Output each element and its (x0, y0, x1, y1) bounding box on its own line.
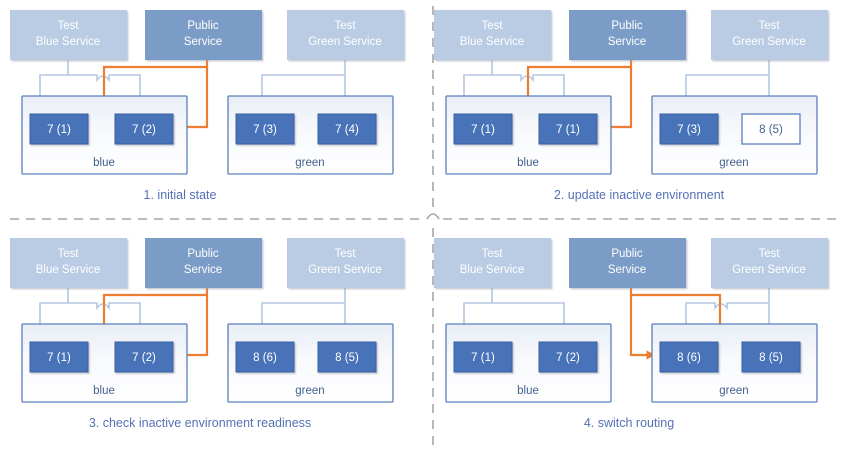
panel-3-service-public-line2: Service (184, 264, 222, 276)
panel-1-blue-node-0[interactable]: 7 (1) (29, 113, 89, 145)
panel-4-service-test-blue-line1: Test (481, 248, 503, 260)
panel-3-service-public[interactable]: Public Service (145, 238, 262, 288)
panel-1-service-public-line1: Public (187, 20, 219, 32)
panel-4-env-green-label: green (719, 385, 748, 397)
panel-3-service-test-blue[interactable]: Test Blue Service (10, 238, 127, 288)
panel-2-green-node-1-label: 8 (5) (759, 124, 783, 136)
panel-1-service-public-line2: Service (184, 36, 222, 48)
panel-4-blue-node-1[interactable]: 7 (2) (538, 341, 598, 373)
panel-3-service-test-green-line2: Green Service (308, 264, 382, 276)
panel-3-caption: 3. check inactive environment readiness (89, 416, 311, 430)
panel-4-blue-node-0[interactable]: 7 (1) (453, 341, 513, 373)
panel-3-service-test-green[interactable]: Test Green Service (287, 238, 404, 288)
panel-4-service-test-green-line1: Test (758, 248, 780, 260)
panel-2-service-public-line1: Public (611, 20, 643, 32)
panel-2-service-test-green-line1: Test (758, 20, 780, 32)
panel-2: 7 (1) 7 (1) 7 (3) 8 (5) blue green Test … (434, 10, 828, 202)
panel-4-service-test-green-line2: Green Service (732, 264, 806, 276)
panel-3-service-test-green-line1: Test (334, 248, 356, 260)
panel-1-service-test-green-line1: Test (334, 20, 356, 32)
panel-1-service-test-green[interactable]: Test Green Service (287, 10, 404, 60)
panel-2-green-node-0-label: 7 (3) (677, 124, 701, 136)
panel-1-env-blue-label: blue (93, 157, 115, 169)
panel-3-blue-node-1[interactable]: 7 (2) (114, 341, 174, 373)
panel-3-blue-node-0-label: 7 (1) (47, 352, 71, 364)
panel-2-service-test-green[interactable]: Test Green Service (711, 10, 828, 60)
panel-2-caption: 2. update inactive environment (554, 188, 725, 202)
panel-1-service-public[interactable]: Public Service (145, 10, 262, 60)
panel-1-green-node-1-label: 7 (4) (335, 124, 359, 136)
panel-4-service-test-blue-line2: Blue Service (460, 264, 525, 276)
panel-2-service-test-blue-line2: Blue Service (460, 36, 525, 48)
panel-3-green-node-0[interactable]: 8 (6) (235, 341, 295, 373)
panel-4-service-public-line1: Public (611, 248, 643, 260)
panel-1-green-node-1[interactable]: 7 (4) (317, 113, 377, 145)
panel-3-green-node-1[interactable]: 8 (5) (317, 341, 377, 373)
panel-3: 7 (1) 7 (2) 8 (6) 8 (5) blue green Test … (10, 238, 404, 430)
panel-4-env-blue-label: blue (517, 385, 539, 397)
panel-3-blue-node-0[interactable]: 7 (1) (29, 341, 89, 373)
panel-3-service-test-blue-line1: Test (57, 248, 79, 260)
panel-2-service-public-line2: Service (608, 36, 646, 48)
panel-4-caption: 4. switch routing (584, 416, 674, 430)
panel-2-service-public[interactable]: Public Service (569, 10, 686, 60)
panel-4-green-node-1-label: 8 (5) (759, 352, 783, 364)
panel-3-env-blue-label: blue (93, 385, 115, 397)
panel-1-green-node-0-label: 7 (3) (253, 124, 277, 136)
panel-3-blue-node-1-label: 7 (2) (132, 352, 156, 364)
panel-3-green-node-1-label: 8 (5) (335, 352, 359, 364)
panel-2-blue-node-1[interactable]: 7 (1) (538, 113, 598, 145)
panel-3-env-green-label: green (295, 385, 324, 397)
panel-4-service-public[interactable]: Public Service (569, 238, 686, 288)
panel-1-blue-node-0-label: 7 (1) (47, 124, 71, 136)
divider-crossing-jump (426, 213, 440, 220)
panel-1-service-test-blue-line1: Test (57, 20, 79, 32)
panel-2-green-node-1[interactable]: 8 (5) (741, 113, 801, 145)
panel-1: 7 (1) 7 (2) 7 (3) 7 (4) blue green Test (10, 10, 404, 202)
panel-1-blue-node-1[interactable]: 7 (2) (114, 113, 174, 145)
panel-2-env-blue-label: blue (517, 157, 539, 169)
panel-4-green-node-1[interactable]: 8 (5) (741, 341, 801, 373)
panel-2-blue-node-1-label: 7 (1) (556, 124, 580, 136)
panel-3-service-test-blue-line2: Blue Service (36, 264, 101, 276)
panel-4-service-test-green[interactable]: Test Green Service (711, 238, 828, 288)
panel-1-env-green-label: green (295, 157, 324, 169)
panel-2-blue-node-0-label: 7 (1) (471, 124, 495, 136)
panel-1-service-test-blue[interactable]: Test Blue Service (10, 10, 127, 60)
panel-dividers (10, 6, 838, 450)
panel-1-blue-node-1-label: 7 (2) (132, 124, 156, 136)
panel-4-blue-node-1-label: 7 (2) (556, 352, 580, 364)
panel-4-green-node-0-label: 8 (6) (677, 352, 701, 364)
panel-3-service-public-line1: Public (187, 248, 219, 260)
panel-4-green-node-0[interactable]: 8 (6) (659, 341, 719, 373)
panel-4-service-test-blue[interactable]: Test Blue Service (434, 238, 551, 288)
panel-2-service-test-blue-line1: Test (481, 20, 503, 32)
panel-4: 7 (1) 7 (2) 8 (6) 8 (5) blue green Test … (434, 238, 828, 430)
panel-2-blue-node-0[interactable]: 7 (1) (453, 113, 513, 145)
panel-3-green-node-0-label: 8 (6) (253, 352, 277, 364)
panel-4-blue-node-0-label: 7 (1) (471, 352, 495, 364)
panel-1-service-test-blue-line2: Blue Service (36, 36, 101, 48)
panel-2-service-test-blue[interactable]: Test Blue Service (434, 10, 551, 60)
panel-2-green-node-0[interactable]: 7 (3) (659, 113, 719, 145)
panel-1-caption: 1. initial state (144, 188, 217, 202)
panel-4-service-public-line2: Service (608, 264, 646, 276)
panel-1-service-test-green-line2: Green Service (308, 36, 382, 48)
panel-2-env-green-label: green (719, 157, 748, 169)
panel-1-green-node-0[interactable]: 7 (3) (235, 113, 295, 145)
panel-2-service-test-green-line2: Green Service (732, 36, 806, 48)
